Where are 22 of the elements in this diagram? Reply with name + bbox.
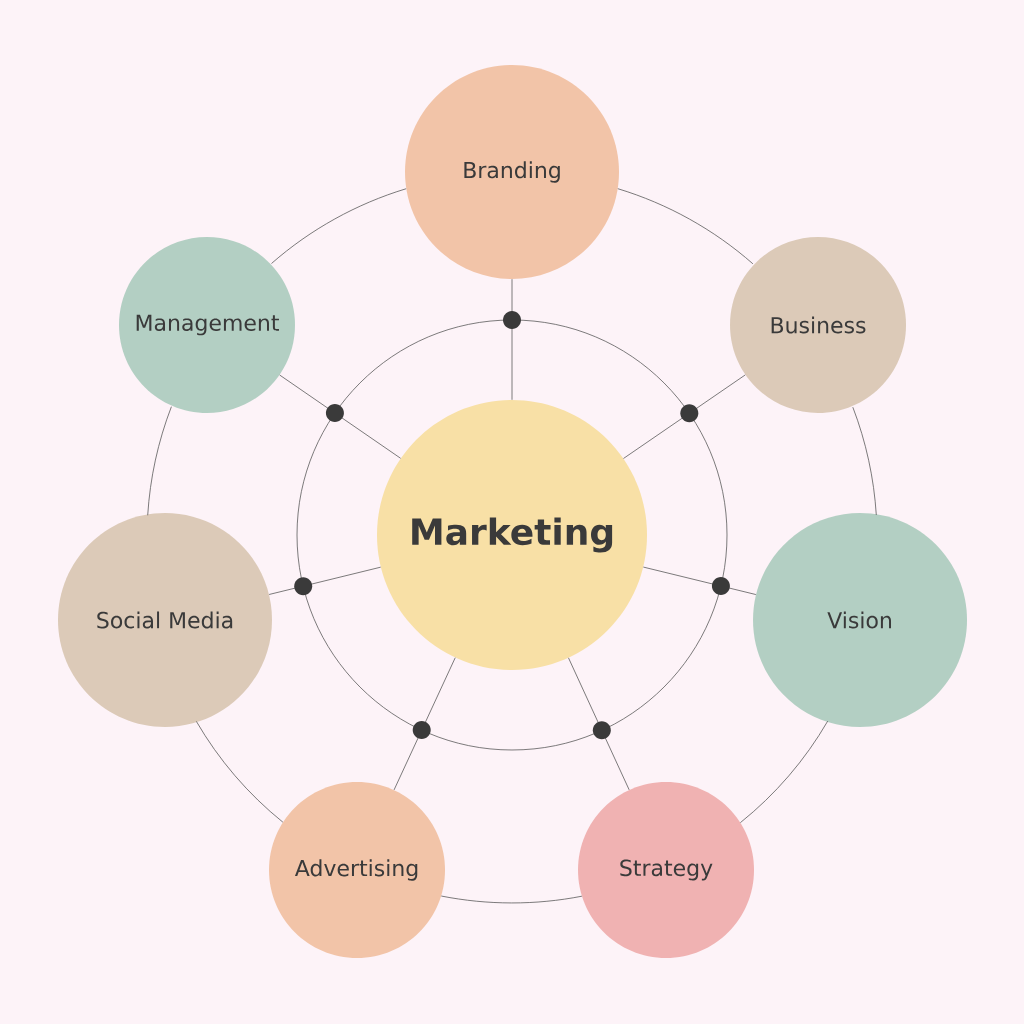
connector-line (623, 374, 746, 459)
circle-node: Branding (405, 65, 619, 279)
circle-node: Marketing (377, 400, 647, 670)
circle-node: Management (119, 237, 295, 413)
circle-node: Strategy (578, 782, 754, 958)
connector-arc (852, 406, 877, 516)
circle-node: Social Media (58, 513, 272, 727)
connector-arc (440, 895, 583, 904)
connector-line (268, 566, 382, 595)
connector-line (642, 566, 757, 595)
circle-node: Advertising (269, 782, 445, 958)
connector-arc (195, 720, 284, 823)
circle-node: Business (730, 237, 906, 413)
connector-arc (271, 188, 407, 264)
connector-line (393, 657, 456, 791)
circle-node: Vision (753, 513, 967, 727)
connector-line (568, 657, 630, 791)
connector-arc (147, 406, 172, 516)
connector-arc (739, 720, 829, 824)
connector-arc (617, 188, 754, 265)
connector-line (279, 374, 402, 459)
connector-line (511, 278, 513, 401)
